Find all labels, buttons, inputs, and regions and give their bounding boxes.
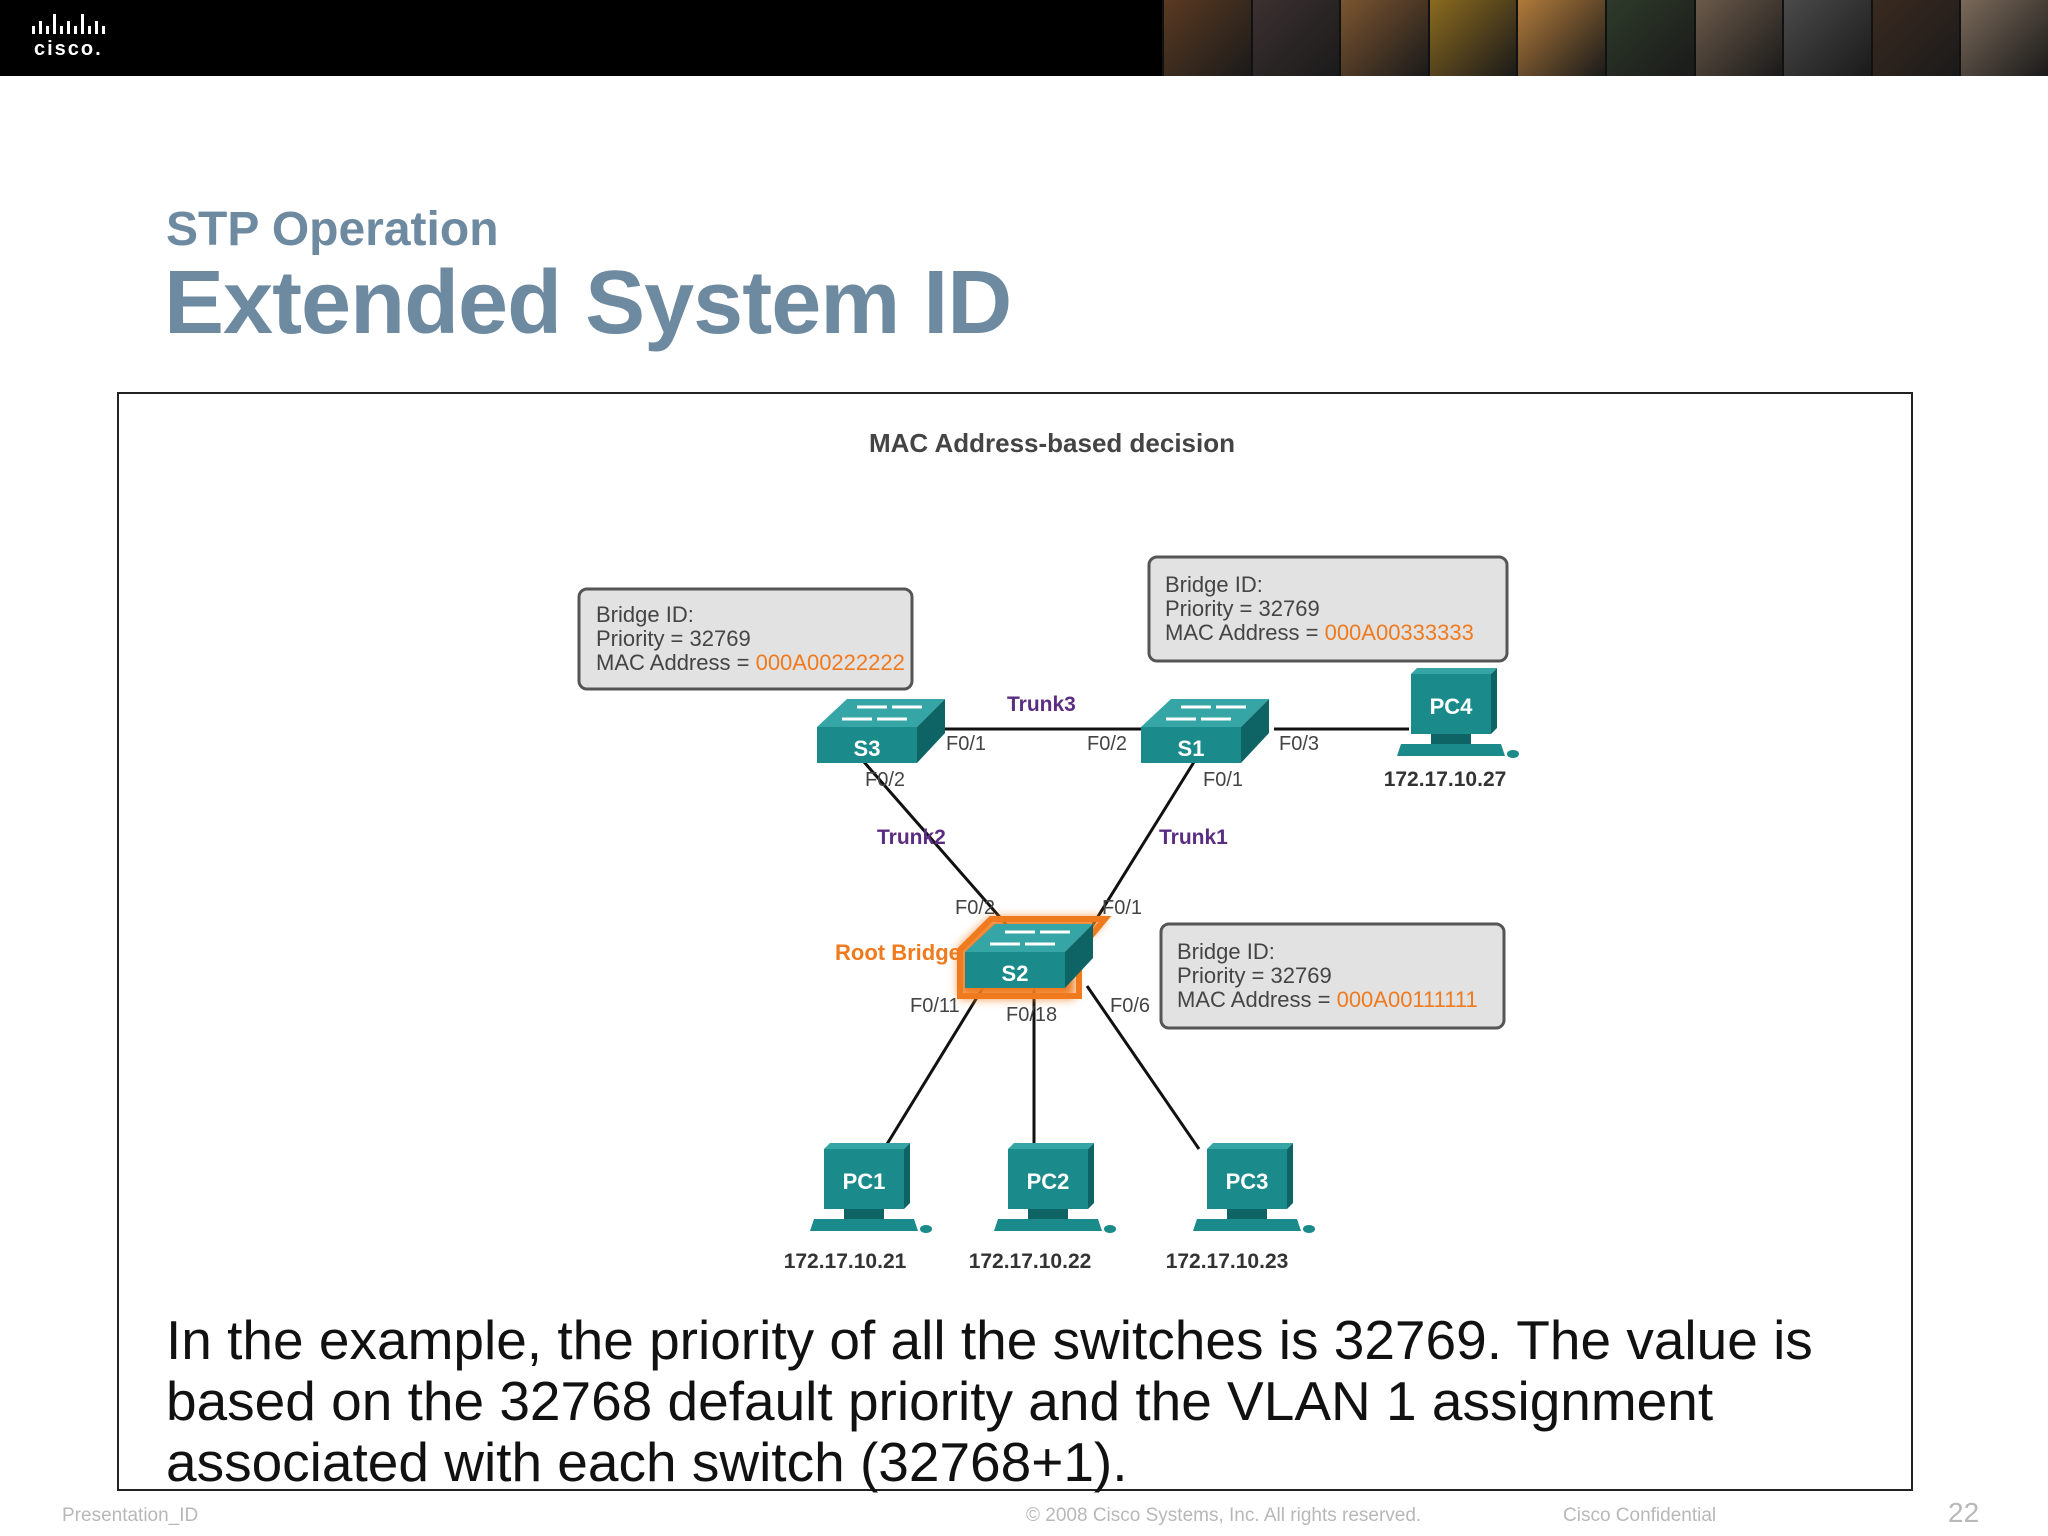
banner-photo	[1870, 0, 1960, 76]
slide-subtitle: STP Operation	[166, 203, 499, 256]
network-diagram: MAC Address-based decision Bridge ID: Pr…	[577, 428, 1519, 1273]
bridge-s1-line2: Priority = 32769	[1165, 596, 1320, 621]
banner-photo	[1339, 0, 1428, 76]
banner-photo	[1782, 0, 1871, 76]
bridge-box-s2: Bridge ID: Priority = 32769 MAC Address …	[1159, 922, 1506, 1030]
banner-photo	[1162, 0, 1251, 76]
port-s2-f011: F0/11	[910, 995, 960, 1017]
switch-s2-icon: S2	[957, 916, 1112, 999]
port-s2-f01: F0/1	[1102, 897, 1142, 919]
cisco-logo-icon	[32, 14, 105, 34]
pc4-icon: PC4	[1397, 668, 1519, 758]
bridge-s3-line2: Priority = 32769	[596, 626, 751, 651]
slide-title: Extended System ID	[164, 253, 1012, 353]
trunk3-label: Trunk3	[1007, 693, 1076, 716]
bridge-s2-mac-prefix: MAC Address =	[1177, 987, 1337, 1012]
banner-photo	[1516, 0, 1605, 76]
pc3-icon: PC3	[1193, 1143, 1315, 1233]
pc1-label: PC1	[843, 1169, 886, 1194]
pc2-ip: 172.17.10.22	[969, 1250, 1092, 1273]
bridge-box-s3: Bridge ID: Priority = 32769 MAC Address …	[577, 587, 914, 691]
trunk2-label: Trunk2	[877, 826, 946, 849]
bridge-s3-line1: Bridge ID:	[596, 602, 694, 627]
footer-presentation-id: Presentation_ID	[62, 1505, 199, 1526]
footer-confidential: Cisco Confidential	[1563, 1505, 1717, 1526]
bridge-box-s1: Bridge ID: Priority = 32769 MAC Address …	[1147, 555, 1509, 663]
banner-photo	[1604, 0, 1694, 76]
banner-photo	[1959, 0, 2048, 76]
banner-photo	[1693, 0, 1783, 76]
trunk1-label: Trunk1	[1159, 826, 1228, 849]
switch-s1-label: S1	[1178, 736, 1205, 761]
link-s2-pc1	[882, 985, 986, 1150]
svg-text:MAC Address = 000A00333333: MAC Address = 000A00333333	[1165, 620, 1474, 645]
banner-photo	[1427, 0, 1517, 76]
pc2-icon: PC2	[994, 1143, 1116, 1233]
port-s3-f01: F0/1	[946, 733, 986, 755]
link-s2-pc3	[1085, 985, 1201, 1150]
links	[862, 727, 1409, 1150]
banner-photo	[1250, 0, 1340, 76]
switch-s2-label: S2	[1002, 961, 1029, 986]
port-s2-f018: F0/18	[1006, 1004, 1057, 1026]
switch-s3-icon: S3	[817, 699, 945, 763]
bridge-s2-mac: 000A00111111	[1337, 987, 1478, 1012]
diagram-heading: MAC Address-based decision	[869, 428, 1235, 458]
pc1-ip: 172.17.10.21	[784, 1250, 907, 1273]
bridge-s3-mac-prefix: MAC Address =	[596, 650, 756, 675]
photo-strip	[1162, 0, 2048, 76]
pc4-label: PC4	[1430, 694, 1474, 719]
bridge-s1-mac: 000A00333333	[1325, 620, 1474, 645]
pc1-icon: PC1	[810, 1143, 932, 1233]
footer-copyright: © 2008 Cisco Systems, Inc. All rights re…	[1026, 1505, 1422, 1526]
diagram-frame: MAC Address-based decision Bridge ID: Pr…	[117, 392, 1913, 1491]
bridge-s1-mac-prefix: MAC Address =	[1165, 620, 1325, 645]
svg-text:MAC Address = 000A00222222: MAC Address = 000A00222222	[596, 650, 905, 675]
link-trunk1	[1082, 761, 1196, 940]
top-banner: cisco.	[0, 0, 2048, 76]
bridge-s3-mac: 000A00222222	[756, 650, 905, 675]
bridge-s2-line2: Priority = 32769	[1177, 963, 1332, 988]
switch-s3-label: S3	[854, 736, 881, 761]
pc2-label: PC2	[1027, 1169, 1070, 1194]
cisco-logo-text: cisco.	[34, 38, 103, 60]
bridge-s1-line1: Bridge ID:	[1165, 572, 1263, 597]
port-s1-f01: F0/1	[1203, 769, 1243, 791]
link-trunk2	[862, 761, 1021, 940]
port-s1-f03: F0/3	[1279, 733, 1319, 755]
svg-text:MAC Address = 000A00111111: MAC Address = 000A00111111	[1177, 987, 1478, 1012]
root-bridge-label: Root Bridge	[835, 940, 961, 965]
port-s2-f06: F0/6	[1110, 995, 1150, 1017]
bridge-s2-line1: Bridge ID:	[1177, 939, 1275, 964]
page-number: 22	[1948, 1497, 1980, 1528]
port-s3-f02: F0/2	[865, 769, 905, 791]
pc3-label: PC3	[1226, 1169, 1269, 1194]
pc4-ip: 172.17.10.27	[1384, 768, 1507, 791]
port-s1-f02: F0/2	[1087, 733, 1127, 755]
port-s2-f02: F0/2	[955, 897, 995, 919]
slide-caption: In the example, the priority of all the …	[166, 1309, 1813, 1493]
switch-s1-icon: S1	[1141, 699, 1269, 763]
pc3-ip: 172.17.10.23	[1166, 1250, 1289, 1273]
